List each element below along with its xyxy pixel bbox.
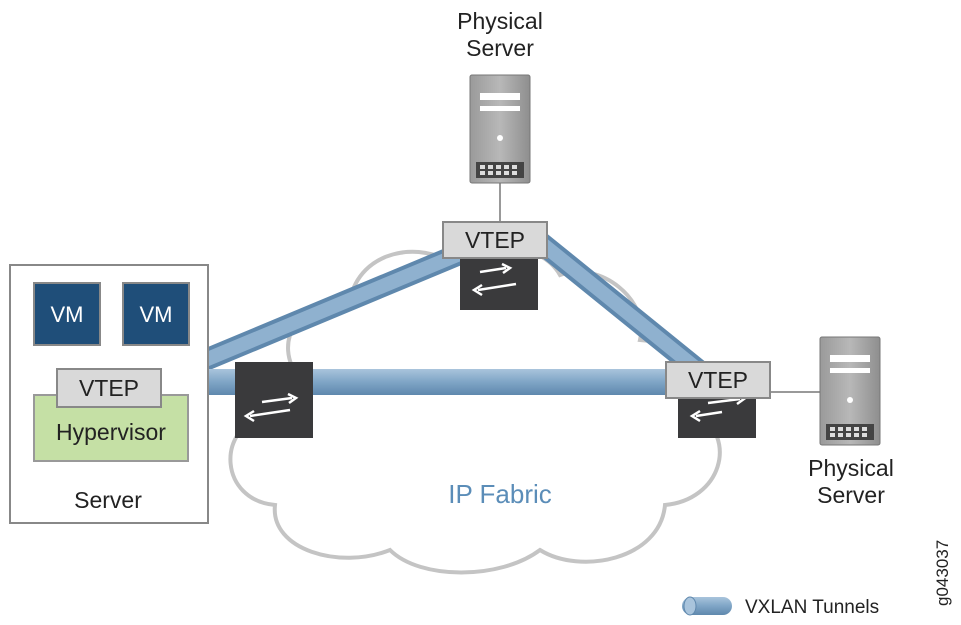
- vxlan-tunnels: [139, 227, 719, 395]
- vtep-left-label: VTEP: [79, 375, 139, 401]
- vtep-top-box: [442, 221, 548, 259]
- vtep-left-box: [56, 368, 162, 408]
- hypervisor-label: Hypervisor: [56, 419, 166, 445]
- vm-2-box: [122, 282, 190, 346]
- physical-server-right-label-line2: Server: [817, 482, 885, 508]
- legend-label: VXLAN Tunnels: [745, 597, 879, 618]
- vm-1-box: [33, 282, 101, 346]
- physical-server-top-icon: [469, 74, 531, 184]
- vtep-right-label: VTEP: [688, 367, 748, 393]
- vm-2-label: VM: [140, 302, 173, 327]
- legend-tunnel-swatch: [682, 596, 732, 616]
- physical-server-right-label-line1: Physical: [808, 455, 894, 481]
- switch-middle: [235, 362, 313, 438]
- figure-id: g043037: [933, 540, 952, 606]
- vtep-right-box: [665, 361, 771, 399]
- physical-server-right-icon: [819, 336, 881, 446]
- server-label: Server: [74, 487, 142, 513]
- ip-fabric-label: IP Fabric: [448, 479, 552, 509]
- physical-server-top-label-line2: Server: [466, 35, 534, 61]
- switch-top: [460, 253, 538, 310]
- vtep-top-label: VTEP: [465, 227, 525, 253]
- physical-server-top-label-line1: Physical: [457, 8, 543, 34]
- vm-1-label: VM: [51, 302, 84, 327]
